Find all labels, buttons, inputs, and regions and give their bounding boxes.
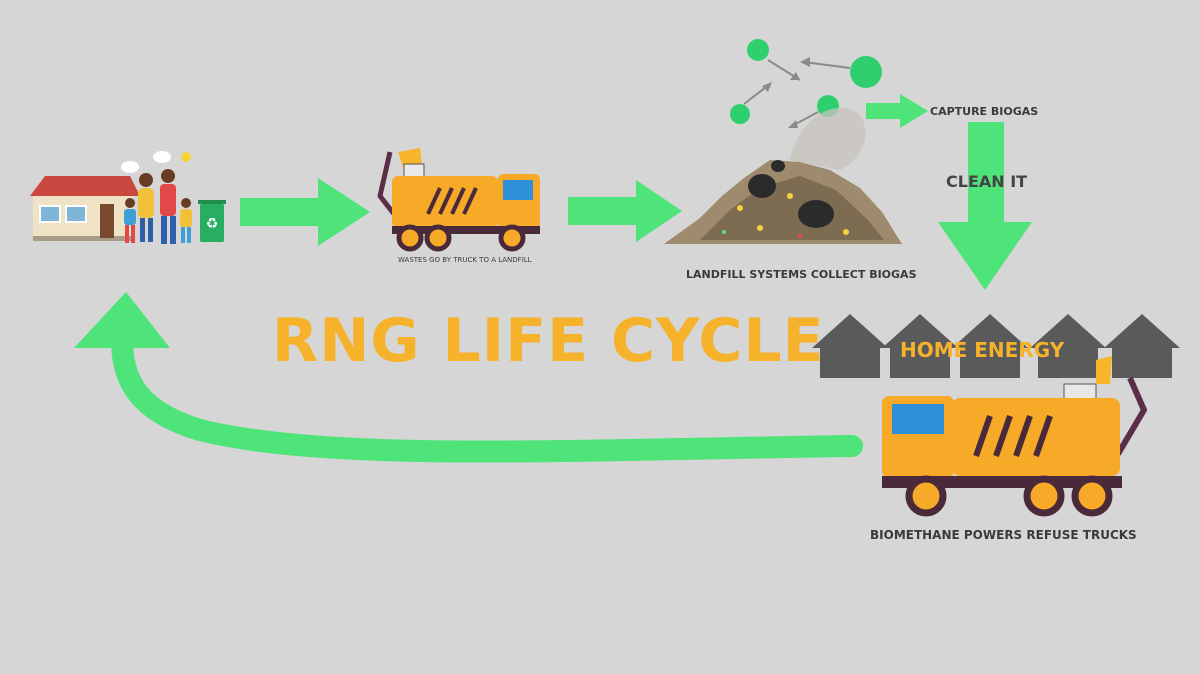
arrow-house-to-truck [240, 178, 370, 246]
garbage-truck-icon [377, 148, 540, 252]
truck-to-landfill-label: WASTES GO BY TRUCK TO A LANDFILL [398, 256, 532, 264]
biogas-molecules-icon [730, 39, 882, 128]
clean-it-label: CLEAN IT [946, 172, 1028, 191]
refuse-truck-icon [882, 356, 1147, 517]
capture-biogas-label: CAPTURE BIOGAS [930, 105, 1039, 118]
arrow-to-capture [866, 94, 928, 128]
recycle-bin-icon: ♻ [198, 200, 226, 242]
svg-text:♻: ♻ [206, 216, 219, 232]
arrow-return-curve [74, 292, 863, 463]
refuse-trucks-label: BIOMETHANE POWERS REFUSE TRUCKS [870, 528, 1137, 542]
diagram-title: RNG LIFE CYCLE [272, 306, 825, 376]
landfill-pile-icon [664, 107, 902, 244]
arrow-truck-to-landfill [568, 180, 682, 242]
landfill-collect-label: LANDFILL SYSTEMS COLLECT BIOGAS [686, 268, 917, 281]
family-house-icon [30, 151, 192, 244]
houses-row-icon [812, 314, 1180, 378]
home-energy-label: HOME ENERGY [900, 338, 1065, 362]
arrow-clean-down [938, 122, 1032, 290]
